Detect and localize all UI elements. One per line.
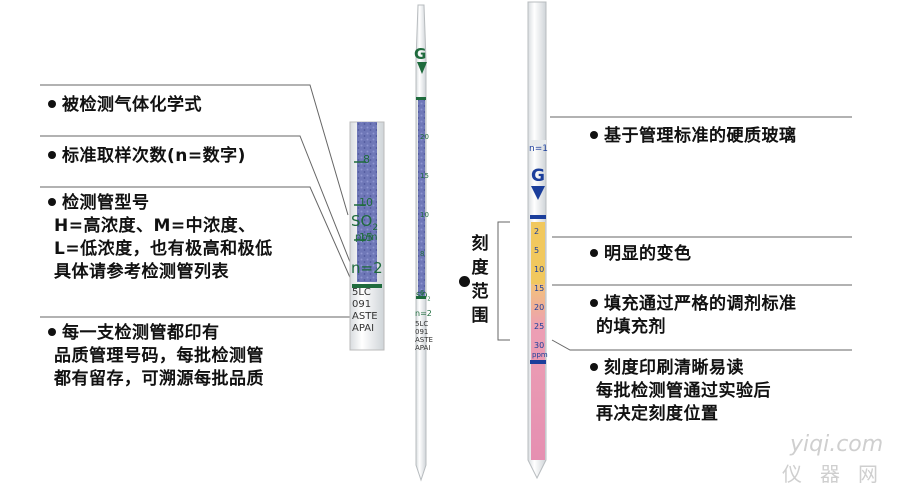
detector-tube-right [527, 1, 547, 480]
zoom-tube-segment [349, 121, 385, 351]
label-model-title: 检测管型号 [48, 192, 273, 215]
tube-left-n-label: n=2 [415, 309, 432, 318]
zoom-code-4: APAI [352, 323, 375, 334]
tube-right-fill-pink [531, 284, 545, 460]
label-model-line-2: L=低浓度，也有极高和极低 [54, 239, 273, 259]
label-quality-line-3: 都有留存，可溯源每批品质 [54, 369, 264, 389]
tube-left-tick-8: 8 [420, 250, 425, 258]
tube-left-tick-6: 6 [420, 289, 425, 297]
zoom-tick-8: 8 [363, 153, 370, 166]
scale-mark-20: 20 [534, 303, 545, 312]
right-leader-lines [497, 116, 852, 351]
tube-left-code-3: ASTE [415, 336, 433, 344]
label-scale-block: 刻度印刷清晰易读 每批检测管通过实验后 再决定刻度位置 [590, 357, 771, 426]
label-scale-range: 刻 度 范 围 [470, 232, 490, 328]
watermark-char-1: 仪 [782, 462, 820, 486]
center-bullet-dot [459, 276, 470, 287]
tube-left-codes: 5LC 091 ASTE APAI [415, 320, 433, 352]
label-filler-line-1: 填充通过严格的调剂标准 [590, 293, 797, 316]
label-scale-line-3: 再决定刻度位置 [596, 404, 719, 424]
label-hard-glass: 基于管理标准的硬质玻璃 [590, 125, 797, 148]
label-model-block: 检测管型号 H=高浓度、M=中浓度、 L=低浓度，也有极高和极低 具体请参考检测… [48, 192, 273, 284]
tube-left-code-1: 5LC [415, 320, 429, 328]
detector-tube-left [415, 4, 427, 482]
scale-mark-5: 5 [534, 246, 540, 255]
leader-formula [40, 84, 349, 216]
tube-right-n-label: n=1 [529, 144, 548, 154]
tube-left-logo: G [414, 45, 427, 63]
label-color-change: 明显的变色 [590, 243, 692, 266]
watermark-domain: yiqi.com [790, 432, 884, 457]
scale-range-char-1: 刻 [471, 234, 489, 254]
tube-left-ticks: 20 15 10 8 6 [420, 118, 429, 313]
scale-range-bracket [497, 221, 510, 341]
label-gas-formula: 被检测气体化学式 [48, 94, 202, 117]
label-quality-line-2: 品质管理号码，每批检测管 [54, 346, 264, 366]
scale-range-char-3: 范 [471, 282, 489, 302]
zoom-codes: 5LC 091 ASTE APAI [352, 287, 378, 335]
scale-mark-25: 25 [534, 322, 545, 331]
zoom-code-3: ASTE [352, 311, 378, 322]
watermark-chars: 仪器网 [782, 458, 896, 487]
label-model-line-3: 具体请参考检测管列表 [54, 262, 229, 282]
tube-right-scale: 2 5 10 15 20 25 30 [534, 222, 544, 355]
tube-left-code-4: APAI [415, 344, 431, 352]
scale-range-char-4: 围 [471, 306, 489, 326]
zoom-formula: SO2 [351, 212, 379, 233]
tube-right-unit: ppm [532, 351, 548, 359]
watermark-char-2: 器 [820, 462, 858, 486]
tube-right-fill-yellow [531, 222, 545, 284]
label-quality-block: 每一支检测管都印有 品质管理号码，每批检测管 都有留存，可溯源每批品质 [48, 322, 264, 391]
leader-scale [551, 339, 852, 351]
zoom-unit: ppm [355, 232, 378, 243]
leader-sampling [40, 135, 351, 263]
label-scale-line-1: 刻度印刷清晰易读 [590, 357, 771, 380]
label-filler-block: 填充通过严格的调剂标准 的填充剂 [590, 293, 797, 339]
left-leader-lines [40, 84, 360, 318]
label-filler-line-2: 的填充剂 [596, 317, 666, 337]
zoom-code-2: 091 [352, 299, 372, 310]
scale-mark-2: 2 [534, 227, 540, 236]
tube-left-tick-15: 15 [420, 172, 429, 180]
scale-mark-10: 10 [534, 265, 545, 274]
label-model-line-1: H=高浓度、M=中浓度、 [54, 216, 256, 236]
tube-left-tick-10: 10 [420, 211, 429, 219]
tube-left-tick-20: 20 [420, 133, 429, 141]
zoom-code-1: 5LC [352, 287, 371, 298]
tube-left-reagent [418, 98, 425, 298]
tube-left-formula: SO2 [416, 291, 431, 303]
flow-arrow-left [417, 62, 427, 74]
scale-mark-15: 15 [534, 284, 545, 293]
tube-right-logo: G [531, 166, 545, 186]
scale-range-char-2: 度 [471, 258, 489, 278]
scale-mark-30: 30 [534, 341, 545, 350]
label-sampling-count: 标准取样次数(n=数字) [48, 145, 246, 168]
zoom-tick-10: 10 [359, 196, 373, 209]
watermark-char-3: 网 [858, 462, 896, 486]
zoom-n-label: n=2 [351, 259, 383, 277]
zoom-tick-15: 15 [359, 231, 373, 244]
leader-model [40, 186, 353, 283]
tube-left-code-2: 091 [415, 328, 429, 336]
label-quality-line-1: 每一支检测管都印有 [48, 322, 264, 345]
label-scale-line-2: 每批检测管通过实验后 [596, 381, 771, 401]
flow-arrow-right [531, 186, 545, 200]
